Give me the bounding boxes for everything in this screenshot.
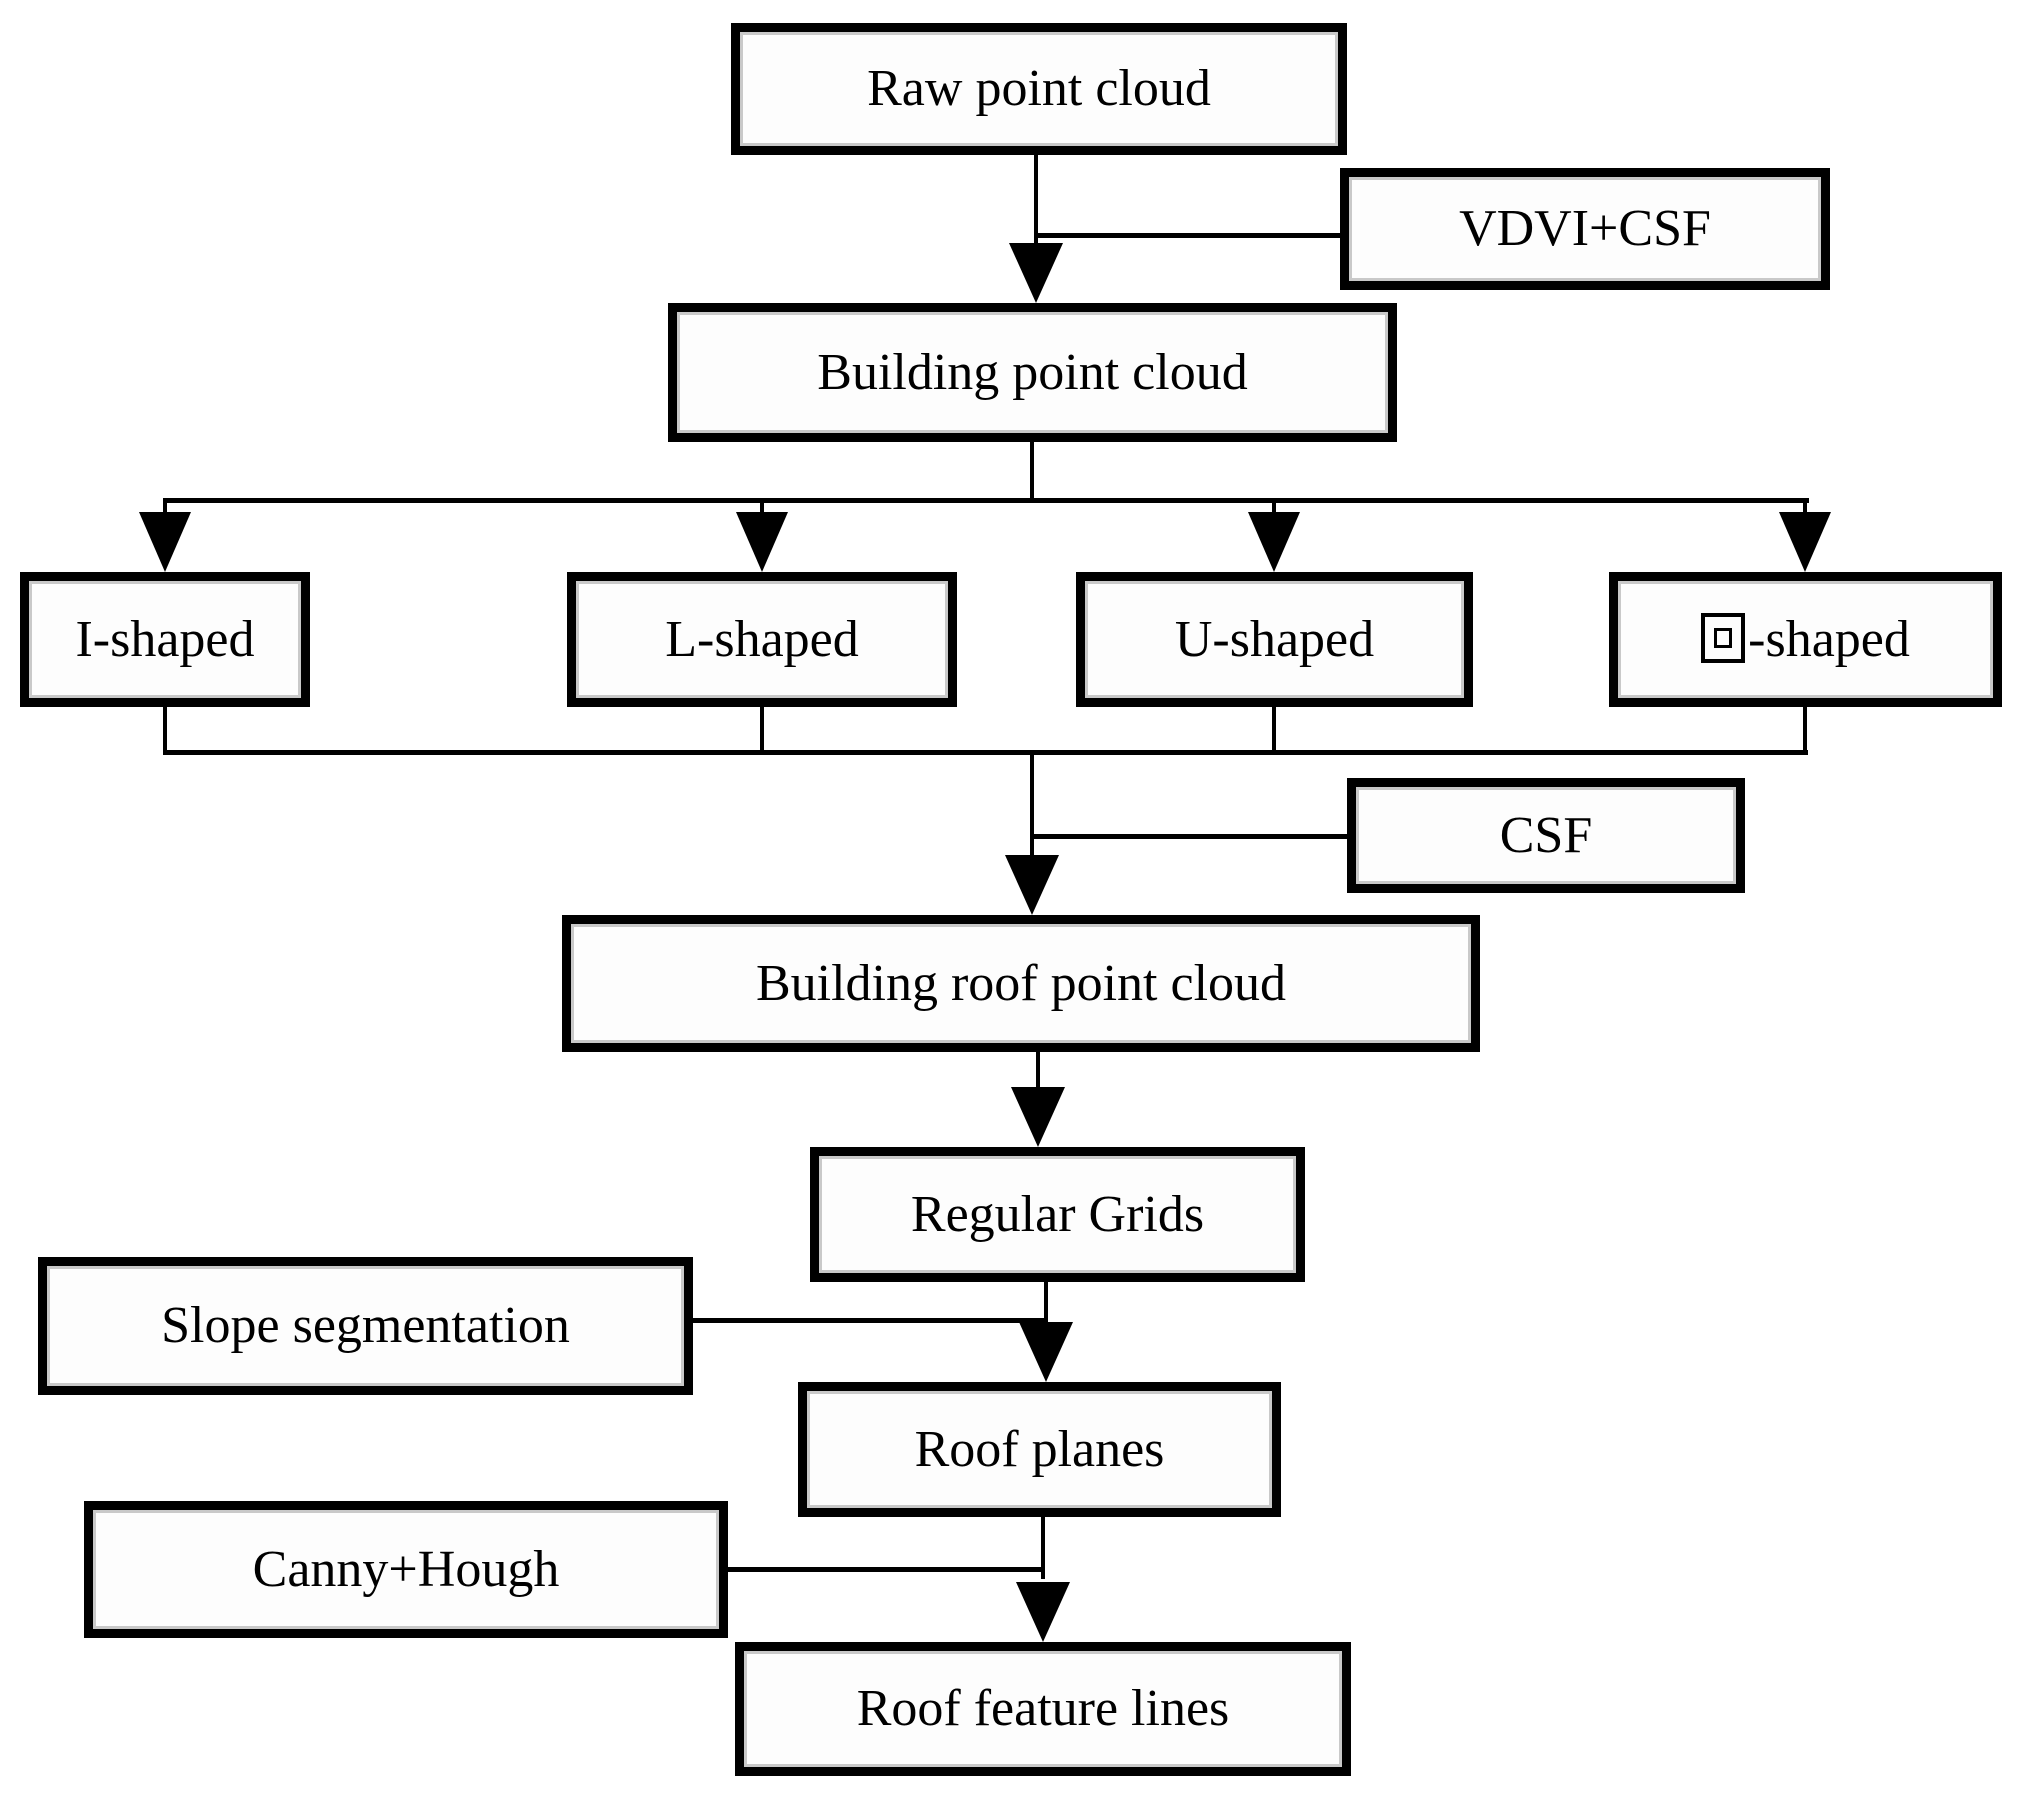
node-label: Building point cloud [817, 343, 1248, 401]
edge-collect-stub-hui [1803, 707, 1807, 755]
edge-collect-stub-u [1272, 707, 1276, 755]
edge-grids-to-planes-shaft [1044, 1282, 1048, 1326]
edge-branch-stub-i [163, 498, 167, 520]
node-hui-shaped: -shaped [1609, 572, 2002, 707]
node-slope-segmentation: Slope segmentation [38, 1257, 693, 1395]
node-regular-grids: Regular Grids [810, 1147, 1305, 1282]
arrowhead-down-icon [1011, 1087, 1065, 1147]
edge-raw-to-building-shaft [1034, 155, 1038, 247]
edge-branch-stub-hui [1803, 498, 1807, 520]
edge-building-branch-shaft [1030, 442, 1034, 502]
node-roof-feature-lines: Roof feature lines [735, 1642, 1351, 1776]
edge-collect-to-roof-shaft [1030, 750, 1034, 856]
arrowhead-down-icon [736, 512, 788, 572]
node-label: Roof feature lines [856, 1680, 1230, 1737]
edge-slope-connector-line [693, 1318, 1048, 1323]
node-csf: CSF [1347, 778, 1745, 893]
node-building-point-cloud: Building point cloud [668, 303, 1397, 442]
node-label-suffix: -shaped [1748, 610, 1910, 668]
node-label: Roof planes [914, 1420, 1165, 1478]
arrowhead-down-icon [1019, 1322, 1073, 1382]
node-label: VDVI+CSF [1459, 200, 1711, 257]
arrowhead-down-icon [1005, 855, 1059, 915]
node-label: -shaped [1701, 610, 1910, 668]
edge-vdvi-connector-line [1036, 233, 1342, 238]
edge-branch-stub-u [1272, 498, 1276, 520]
node-u-shaped: U-shaped [1076, 572, 1473, 707]
edge-planes-to-features-shaft [1041, 1517, 1045, 1579]
node-label: CSF [1499, 806, 1593, 864]
node-canny-hough: Canny+Hough [84, 1501, 728, 1638]
edge-roof-to-grids-shaft [1036, 1052, 1040, 1092]
edge-collect-stub-i [163, 707, 167, 755]
node-label: Raw point cloud [867, 60, 1211, 117]
node-raw-point-cloud: Raw point cloud [731, 23, 1347, 155]
arrowhead-down-icon [139, 512, 191, 572]
node-building-roof-point-cloud: Building roof point cloud [562, 915, 1480, 1052]
node-label: Slope segmentation [161, 1297, 570, 1354]
edge-canny-connector-line [728, 1567, 1045, 1572]
edge-collect-line [163, 750, 1808, 755]
arrowhead-down-icon [1779, 512, 1831, 572]
arrowhead-down-icon [1248, 512, 1300, 572]
arrowhead-down-icon [1016, 1582, 1070, 1642]
arrowhead-down-icon [1009, 243, 1063, 303]
node-label: L-shaped [665, 610, 859, 668]
node-label: Building roof point cloud [755, 954, 1287, 1012]
edge-branch-stub-l [760, 498, 764, 520]
edge-csf-connector-line [1030, 834, 1347, 839]
edge-branch-line [163, 498, 1809, 503]
node-label: U-shaped [1174, 610, 1375, 668]
node-label: Canny+Hough [252, 1540, 560, 1598]
node-l-shaped: L-shaped [567, 572, 957, 707]
node-label: Regular Grids [910, 1185, 1205, 1243]
hui-character-icon [1701, 612, 1746, 663]
node-vdvi-csf: VDVI+CSF [1340, 168, 1830, 290]
node-i-shaped: I-shaped [20, 572, 310, 707]
node-label: I-shaped [75, 610, 255, 668]
node-roof-planes: Roof planes [798, 1382, 1281, 1517]
edge-collect-stub-l [760, 707, 764, 755]
